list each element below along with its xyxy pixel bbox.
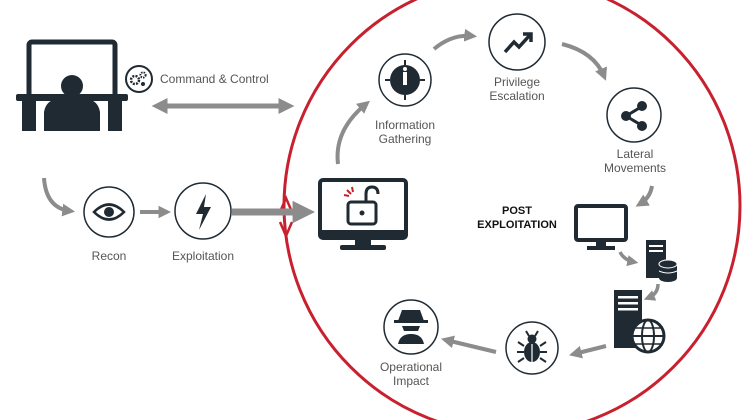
lightning-icon xyxy=(174,182,232,240)
label-operational-impact: Operational Impact xyxy=(379,360,443,388)
unlocked-computer-icon xyxy=(318,178,408,250)
trend-up-icon xyxy=(488,13,546,71)
arrow-to-database-server xyxy=(618,251,639,267)
post-exploitation-boundary xyxy=(282,0,742,420)
red-arrow-down xyxy=(278,221,294,240)
label-information-gathering: Information Gathering xyxy=(374,118,436,146)
user-at-computer-icon xyxy=(16,39,128,131)
label-recon: Recon xyxy=(91,249,127,263)
spy-icon xyxy=(383,299,439,355)
share-icon xyxy=(606,87,662,143)
arrow-to-web-server xyxy=(643,283,660,301)
monitor-icon xyxy=(574,204,628,250)
label-exploitation: Exploitation xyxy=(171,249,235,263)
gears-icon xyxy=(125,65,153,93)
red-arrow-up xyxy=(278,194,294,213)
arrow-to-recon xyxy=(42,177,76,217)
web-server-icon xyxy=(614,290,666,354)
eye-icon xyxy=(83,186,135,238)
database-server-icon xyxy=(646,240,678,282)
arrow-to-privilege-escalation xyxy=(432,28,478,51)
arrow-to-lateral-movements xyxy=(561,42,607,81)
arrow-to-monitor xyxy=(635,185,654,207)
arrow-to-operational-impact xyxy=(441,335,497,354)
arrow-to-bug xyxy=(569,344,607,359)
arrow-to-information-gathering xyxy=(335,100,370,165)
compass-icon xyxy=(378,53,432,107)
label-post-exploitation: POST EXPLOITATION xyxy=(477,205,557,231)
label-lateral-movements: Lateral Movements xyxy=(603,147,667,175)
bug-icon xyxy=(505,321,559,375)
label-command-control: Command & Control xyxy=(160,72,269,86)
label-privilege-escalation: Privilege Escalation xyxy=(489,75,545,103)
